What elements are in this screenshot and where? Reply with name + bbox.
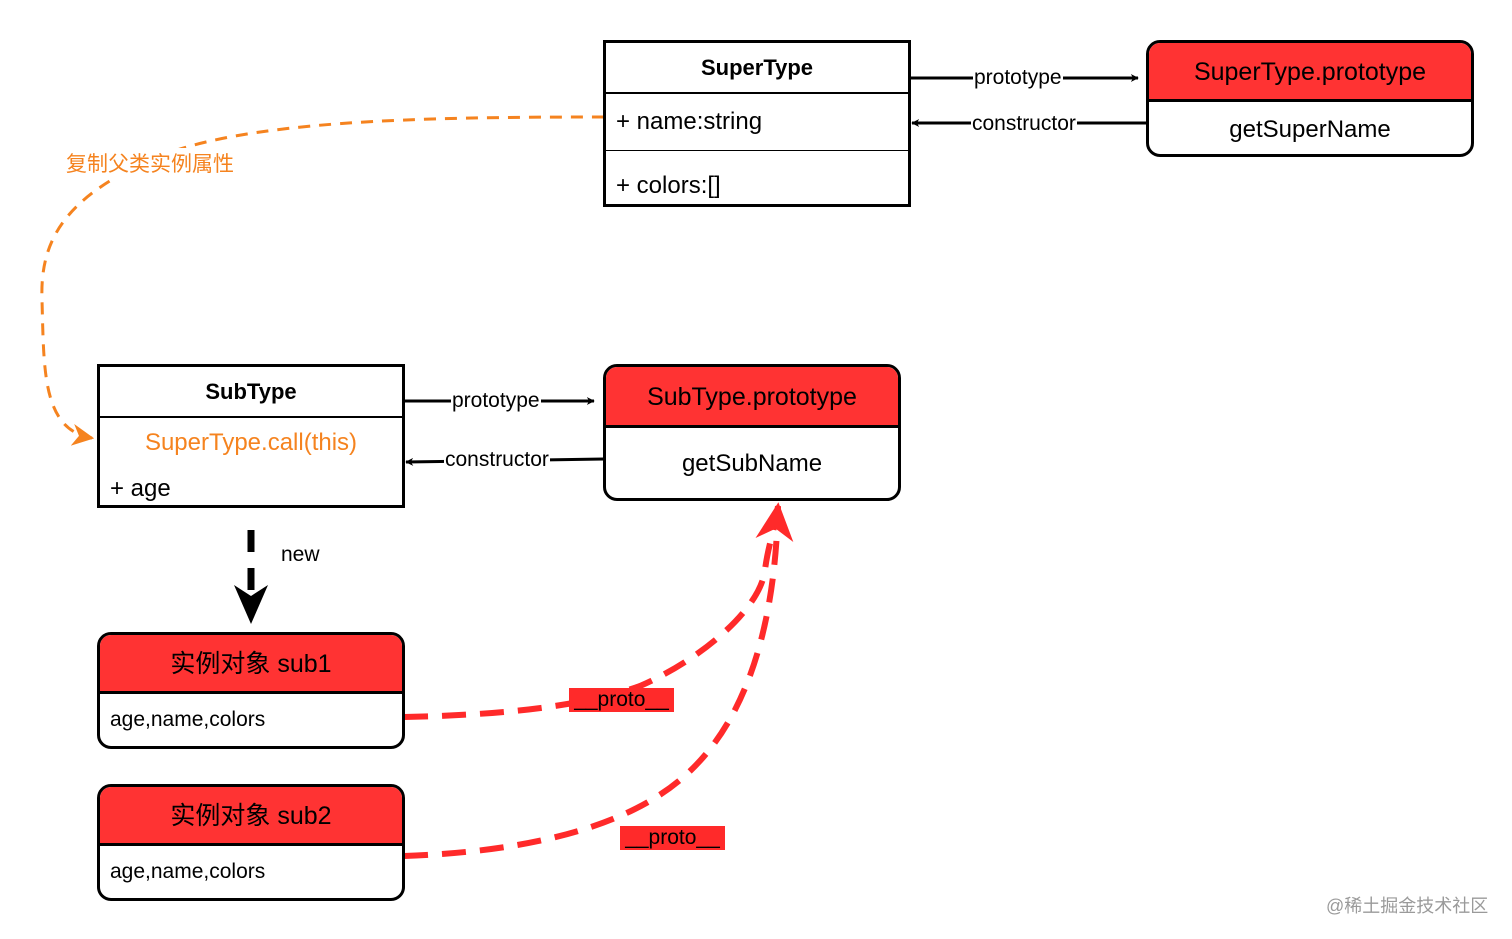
label-new: new — [281, 543, 320, 566]
supertype-field-name: + name:string — [606, 94, 908, 151]
subtype-prototype-title: SubType.prototype — [606, 367, 898, 428]
supertype-prototype-method: getSuperName — [1229, 116, 1391, 143]
instance-sub1-box: 实例对象 sub1 age,name,colors — [97, 632, 405, 749]
label-sub-constructor: constructor — [444, 448, 550, 472]
edge-new-arrowhead — [234, 585, 268, 624]
subtype-class: SubType SuperType.call(this) + age — [97, 364, 405, 508]
label-super-constructor: constructor — [971, 112, 1077, 136]
subtype-call: SuperType.call(this) — [144, 429, 358, 456]
label-copy-props: 复制父类实例属性 — [66, 148, 234, 178]
supertype-class: SuperType + name:string + colors:[] — [603, 40, 911, 207]
label-proto-sub2: __proto__ — [620, 826, 725, 850]
label-super-prototype: prototype — [973, 66, 1063, 90]
instance-sub2-props: age,name,colors — [110, 860, 266, 883]
supertype-prototype-box: SuperType.prototype getSuperName — [1146, 40, 1474, 157]
subtype-prototype-method: getSubName — [681, 450, 823, 477]
subtype-prototype-box: SubType.prototype getSubName — [603, 364, 901, 501]
instance-sub1-props: age,name,colors — [110, 708, 266, 731]
subtype-field-age: + age — [110, 475, 171, 502]
edge-proto-sub1 — [403, 502, 794, 720]
edge-proto-sub2 — [403, 505, 781, 859]
instance-sub2-box: 实例对象 sub2 age,name,colors — [97, 784, 405, 901]
supertype-name: SuperType — [606, 43, 908, 94]
instance-sub1-title: 实例对象 sub1 — [100, 635, 402, 694]
label-sub-prototype: prototype — [451, 389, 541, 413]
watermark: @稀土掘金技术社区 — [1326, 896, 1489, 916]
edge-copy-props — [40, 115, 605, 446]
supertype-field-colors: + colors:[] — [616, 172, 721, 199]
label-proto-sub1: __proto__ — [569, 688, 674, 712]
supertype-prototype-title: SuperType.prototype — [1149, 43, 1471, 102]
instance-sub2-title: 实例对象 sub2 — [100, 787, 402, 846]
subtype-name: SubType — [100, 367, 402, 418]
